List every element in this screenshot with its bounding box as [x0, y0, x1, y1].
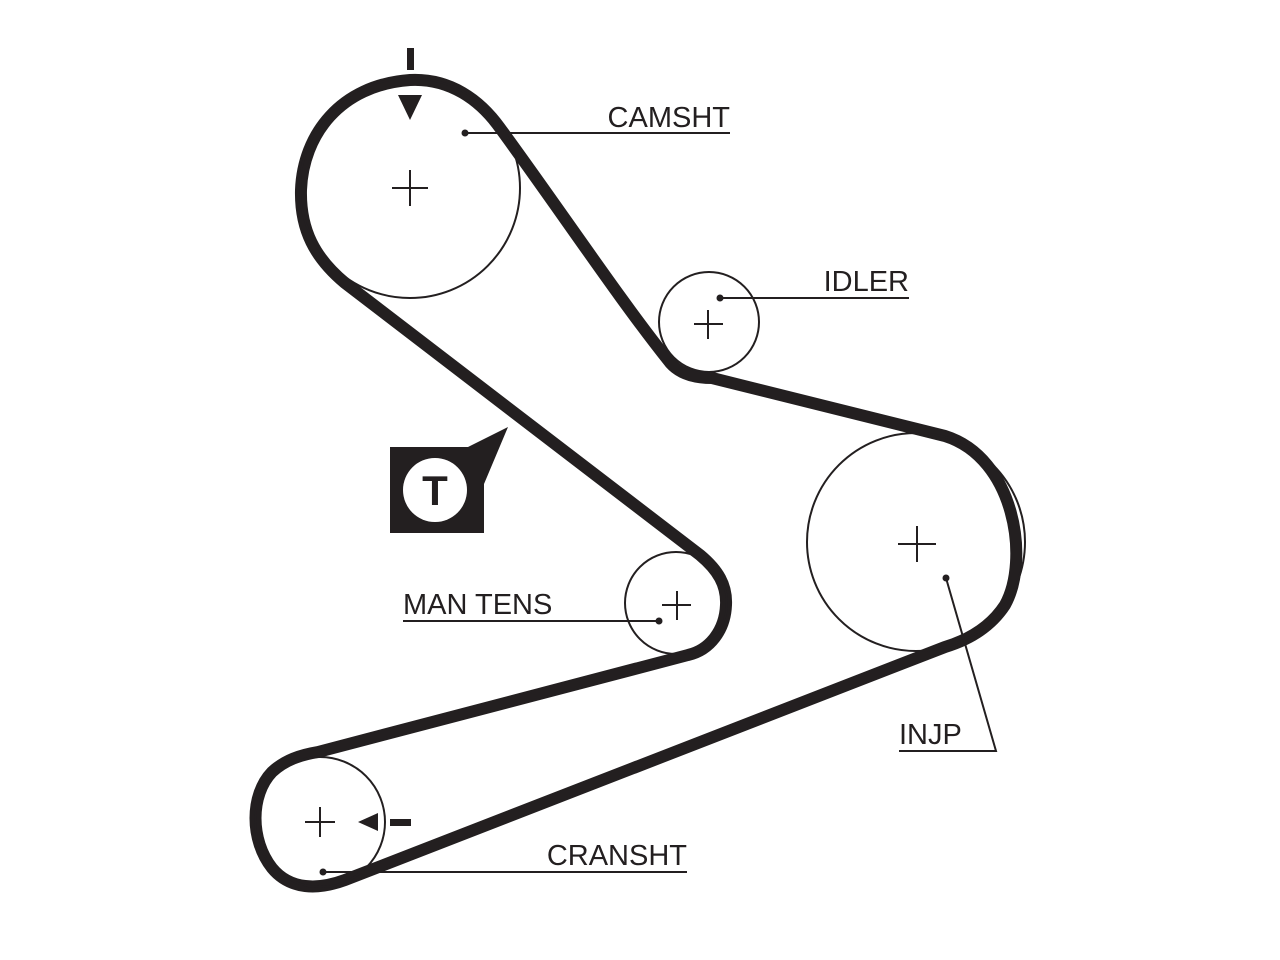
leader-dots	[319, 129, 950, 876]
idler-pulley	[658, 271, 760, 373]
camshaft-pulley	[299, 77, 521, 299]
injection-pump-label: INJP	[899, 719, 962, 751]
crankshaft-pulley	[254, 756, 386, 888]
manual-tensioner-pulley	[624, 551, 728, 655]
crankshaft-label: CRANSHT	[547, 840, 687, 872]
injection-pump-leader	[899, 577, 998, 752]
leader-lines	[323, 132, 998, 873]
injection-pump-pulley	[806, 432, 1026, 652]
down-arrow-mark-icon	[398, 48, 422, 120]
manual-tensioner-label: MAN TENS	[403, 589, 552, 621]
tensioner-badge-letter: T	[422, 467, 448, 514]
timing-belt	[249, 73, 1023, 893]
idler-label: IDLER	[824, 266, 909, 298]
tensioner-t-badge-icon: T	[390, 427, 508, 533]
camshaft-label: CAMSHT	[608, 102, 731, 134]
left-arrow-mark-icon	[358, 813, 411, 831]
